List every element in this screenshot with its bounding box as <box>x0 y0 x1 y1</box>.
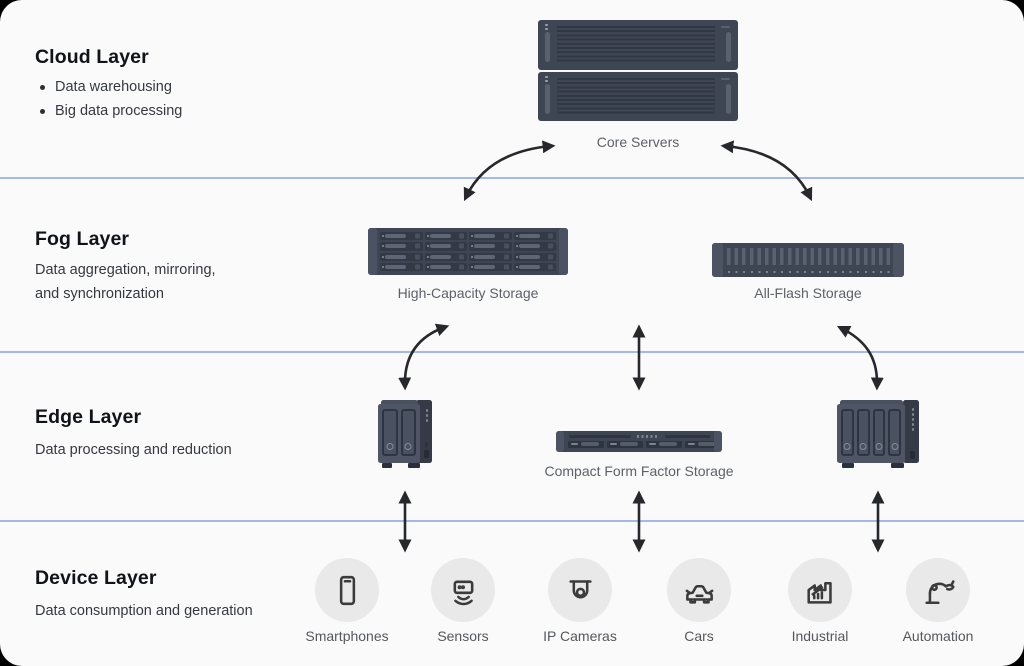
all-flash-storage-label: All-Flash Storage <box>754 285 862 301</box>
robot-arm-icon <box>924 579 955 604</box>
arrow-cloud-to-fog-left <box>463 140 556 202</box>
cloud-bullet-1: Data warehousing <box>37 80 182 95</box>
device-circle-ip-cameras <box>548 558 612 622</box>
car-icon <box>685 584 713 604</box>
factory-icon <box>806 581 832 604</box>
core-servers-illustration <box>538 20 738 121</box>
device-label-smartphones: Smartphones <box>305 628 389 644</box>
cloud-layer-title: Cloud Layer <box>35 46 149 68</box>
all-flash-storage-icon <box>712 243 904 277</box>
rack-server-icon <box>538 20 738 70</box>
device-circle-cars <box>667 558 731 622</box>
device-circle-smartphones <box>315 558 379 622</box>
device-label-industrial: Industrial <box>791 628 849 644</box>
ip-camera-icon <box>568 579 592 598</box>
cloud-layer-bullets: Data warehousing Big data processing <box>37 80 182 128</box>
device-label-automation: Automation <box>902 628 974 644</box>
divider-edge-device <box>0 520 1024 522</box>
compact-storage-label: Compact Form Factor Storage <box>544 463 734 479</box>
edge-layer-title: Edge Layer <box>35 406 142 428</box>
device-label-sensors: Sensors <box>437 628 489 644</box>
device-circle-sensors <box>431 558 495 622</box>
arrow-fog-to-edge-right <box>836 325 884 391</box>
device-label-ip-cameras: IP Cameras <box>543 628 617 644</box>
smartphone-icon <box>339 575 355 605</box>
device-circle-industrial <box>788 558 852 622</box>
device-label-cars: Cars <box>684 628 714 644</box>
fog-layer-desc: Data aggregation, mirroring, and synchro… <box>35 262 216 302</box>
core-servers-label: Core Servers <box>596 134 680 150</box>
sensor-icon <box>453 580 473 605</box>
high-capacity-storage-icon <box>368 228 568 275</box>
arrow-fog-to-edge-left <box>398 323 450 391</box>
high-capacity-storage-label: High-Capacity Storage <box>397 285 539 301</box>
divider-fog-edge <box>0 351 1024 353</box>
divider-cloud-fog <box>0 177 1024 179</box>
rack-server-icon <box>538 71 738 121</box>
device-layer-desc: Data consumption and generation <box>35 603 253 619</box>
compact-storage-icon <box>556 431 722 452</box>
two-bay-nas-icon <box>378 400 432 468</box>
fog-layer-title: Fog Layer <box>35 228 130 250</box>
four-bay-nas-icon <box>837 400 919 468</box>
edge-layer-desc: Data processing and reduction <box>35 442 232 458</box>
device-circle-automation <box>906 558 970 622</box>
cloud-bullet-2: Big data processing <box>37 104 182 119</box>
device-layer-title: Device Layer <box>35 567 157 589</box>
arrow-cloud-to-fog-right <box>720 140 813 202</box>
